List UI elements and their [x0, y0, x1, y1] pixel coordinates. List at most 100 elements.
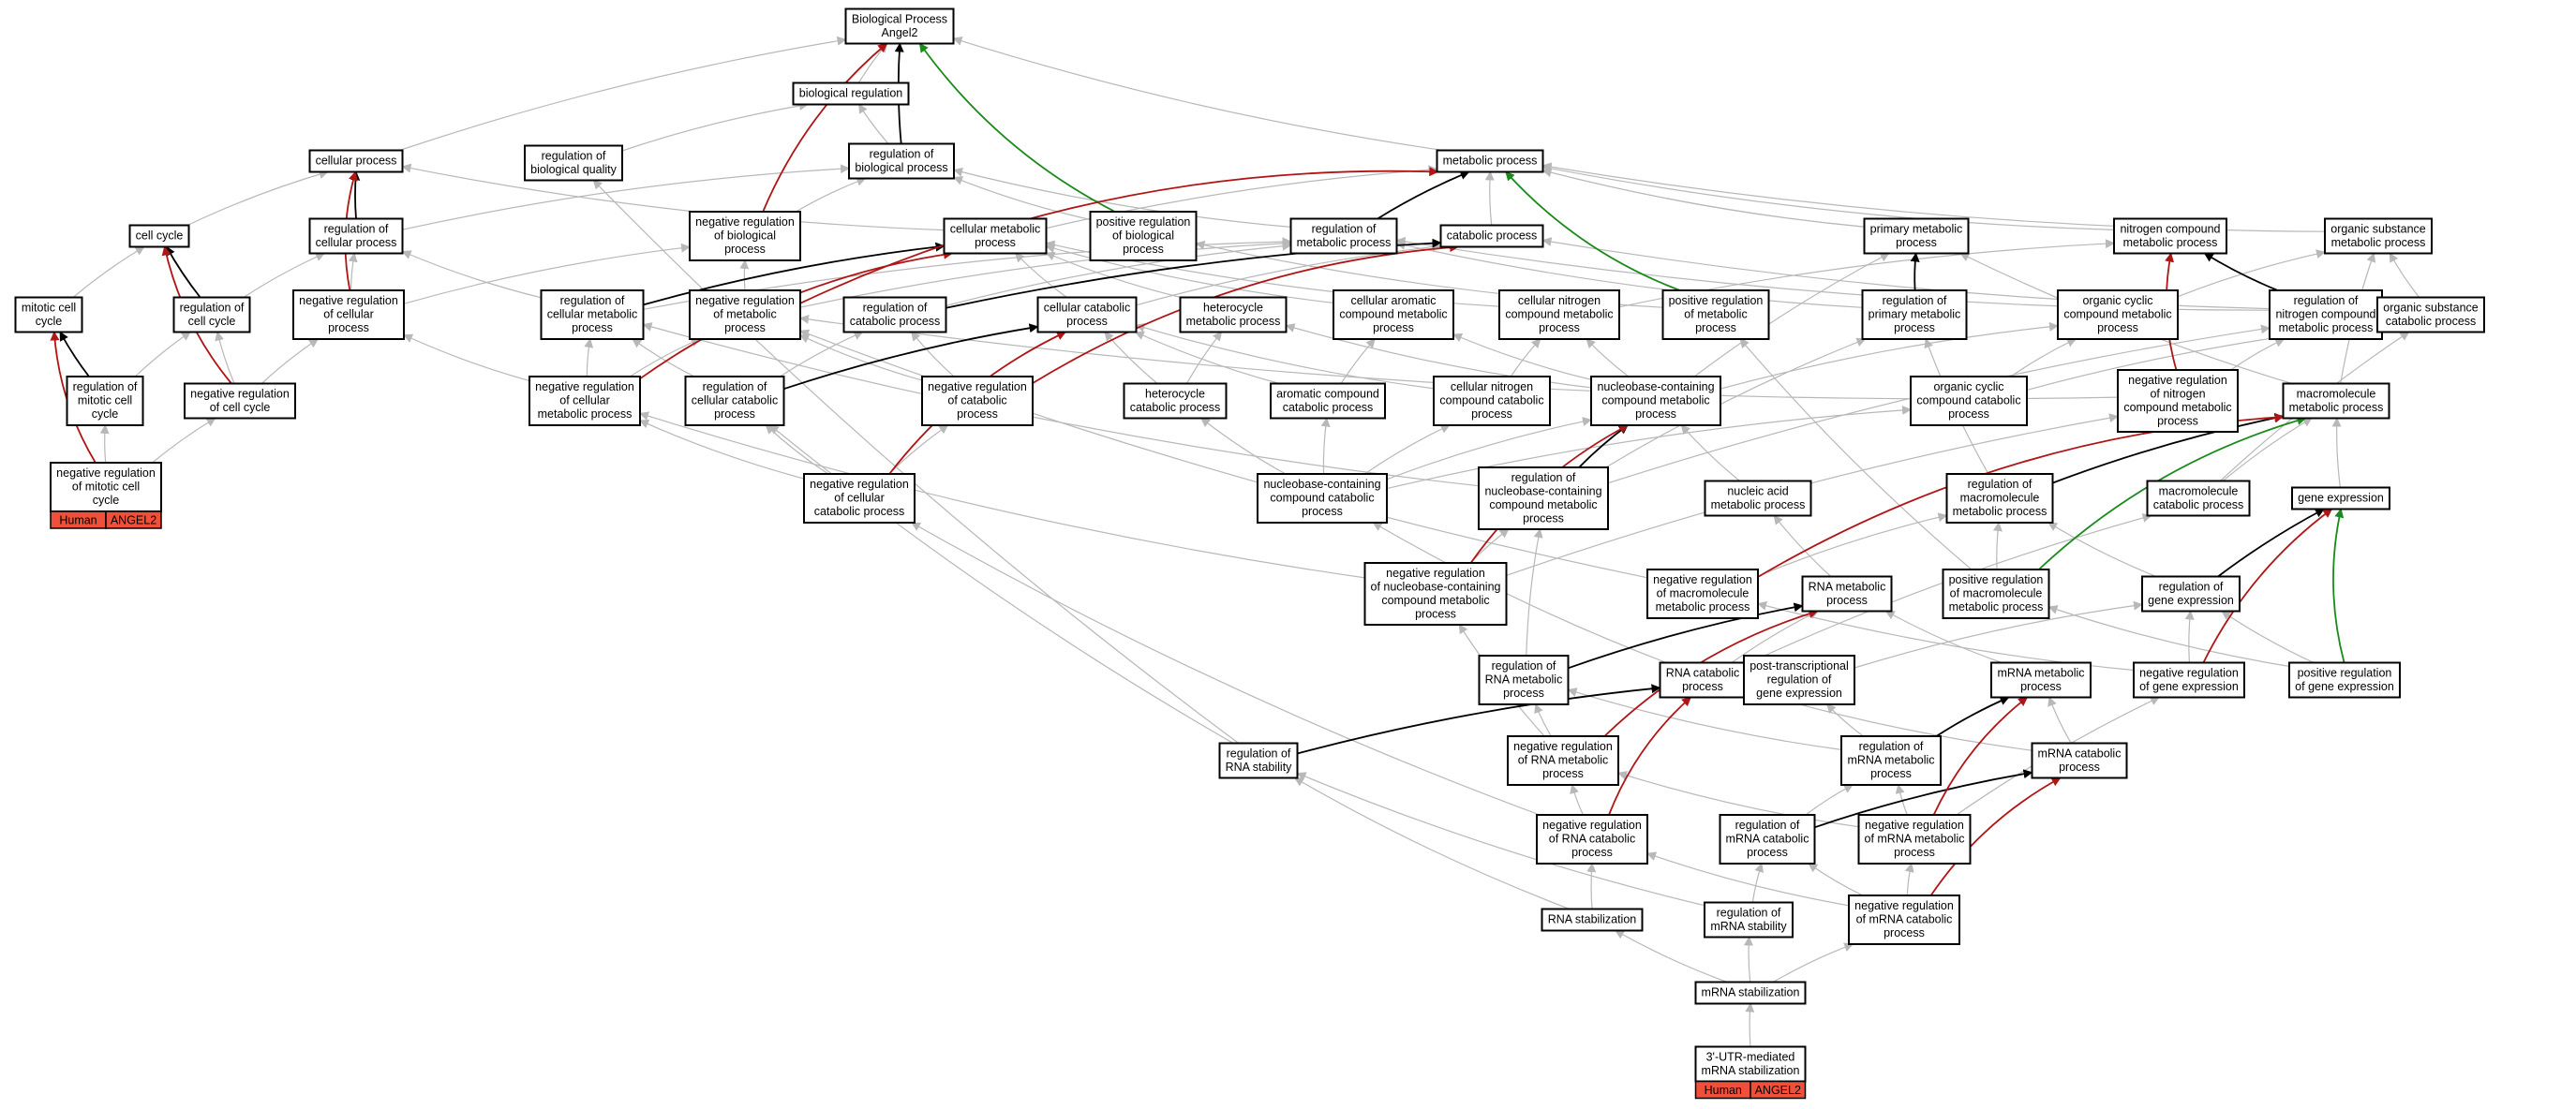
go-term-node[interactable]: cell cycle	[128, 224, 190, 248]
go-term-label: process	[572, 321, 613, 334]
edge-is-a	[1185, 331, 1223, 384]
edge-is-a	[799, 334, 923, 381]
go-term-box	[1719, 814, 1816, 865]
go-term-label: process	[1523, 512, 1564, 525]
go-term-node[interactable]: metabolic process	[1436, 149, 1544, 173]
go-term-label: cycle	[92, 407, 119, 421]
edge-is-a	[1720, 321, 2059, 390]
go-term-label: metabolic process	[1953, 505, 2047, 518]
go-term-label: regulation of	[1883, 294, 1947, 307]
go-term-node[interactable]: mRNA stabilization	[1694, 981, 1807, 1005]
go-term-label: process	[1503, 687, 1544, 700]
go-term-box	[1333, 289, 1454, 340]
edge-is-a	[629, 338, 701, 377]
go-term-node[interactable]: gene expression	[2291, 486, 2390, 510]
go-term-label: mRNA metabolic	[1997, 667, 2084, 680]
edge-is-a	[152, 417, 216, 464]
go-term-label: process	[957, 407, 998, 421]
go-term-node[interactable]: RNA stabilization	[1541, 908, 1644, 932]
go-term-box	[1659, 661, 1747, 699]
go-term-label: metabolic process	[1186, 315, 1281, 328]
go-term-label: metabolic process	[1297, 236, 1392, 249]
go-term-box	[1861, 289, 1968, 340]
edge-is-a	[1484, 170, 1495, 226]
go-term-node[interactable]: biological regulation	[792, 81, 910, 106]
go-term-label: negative regulation	[56, 466, 156, 480]
go-term-node[interactable]: cellular process	[308, 149, 404, 173]
go-term-label: regulation of	[73, 380, 138, 393]
edge-is-a	[401, 163, 945, 231]
go-term-label: regulation of	[1968, 478, 2033, 491]
go-term-node[interactable]: regulation ofnucleobase-containingcompou…	[1478, 466, 1609, 530]
go-term-box	[1945, 473, 2054, 524]
go-term-node[interactable]: catabolic process	[1439, 224, 1544, 248]
